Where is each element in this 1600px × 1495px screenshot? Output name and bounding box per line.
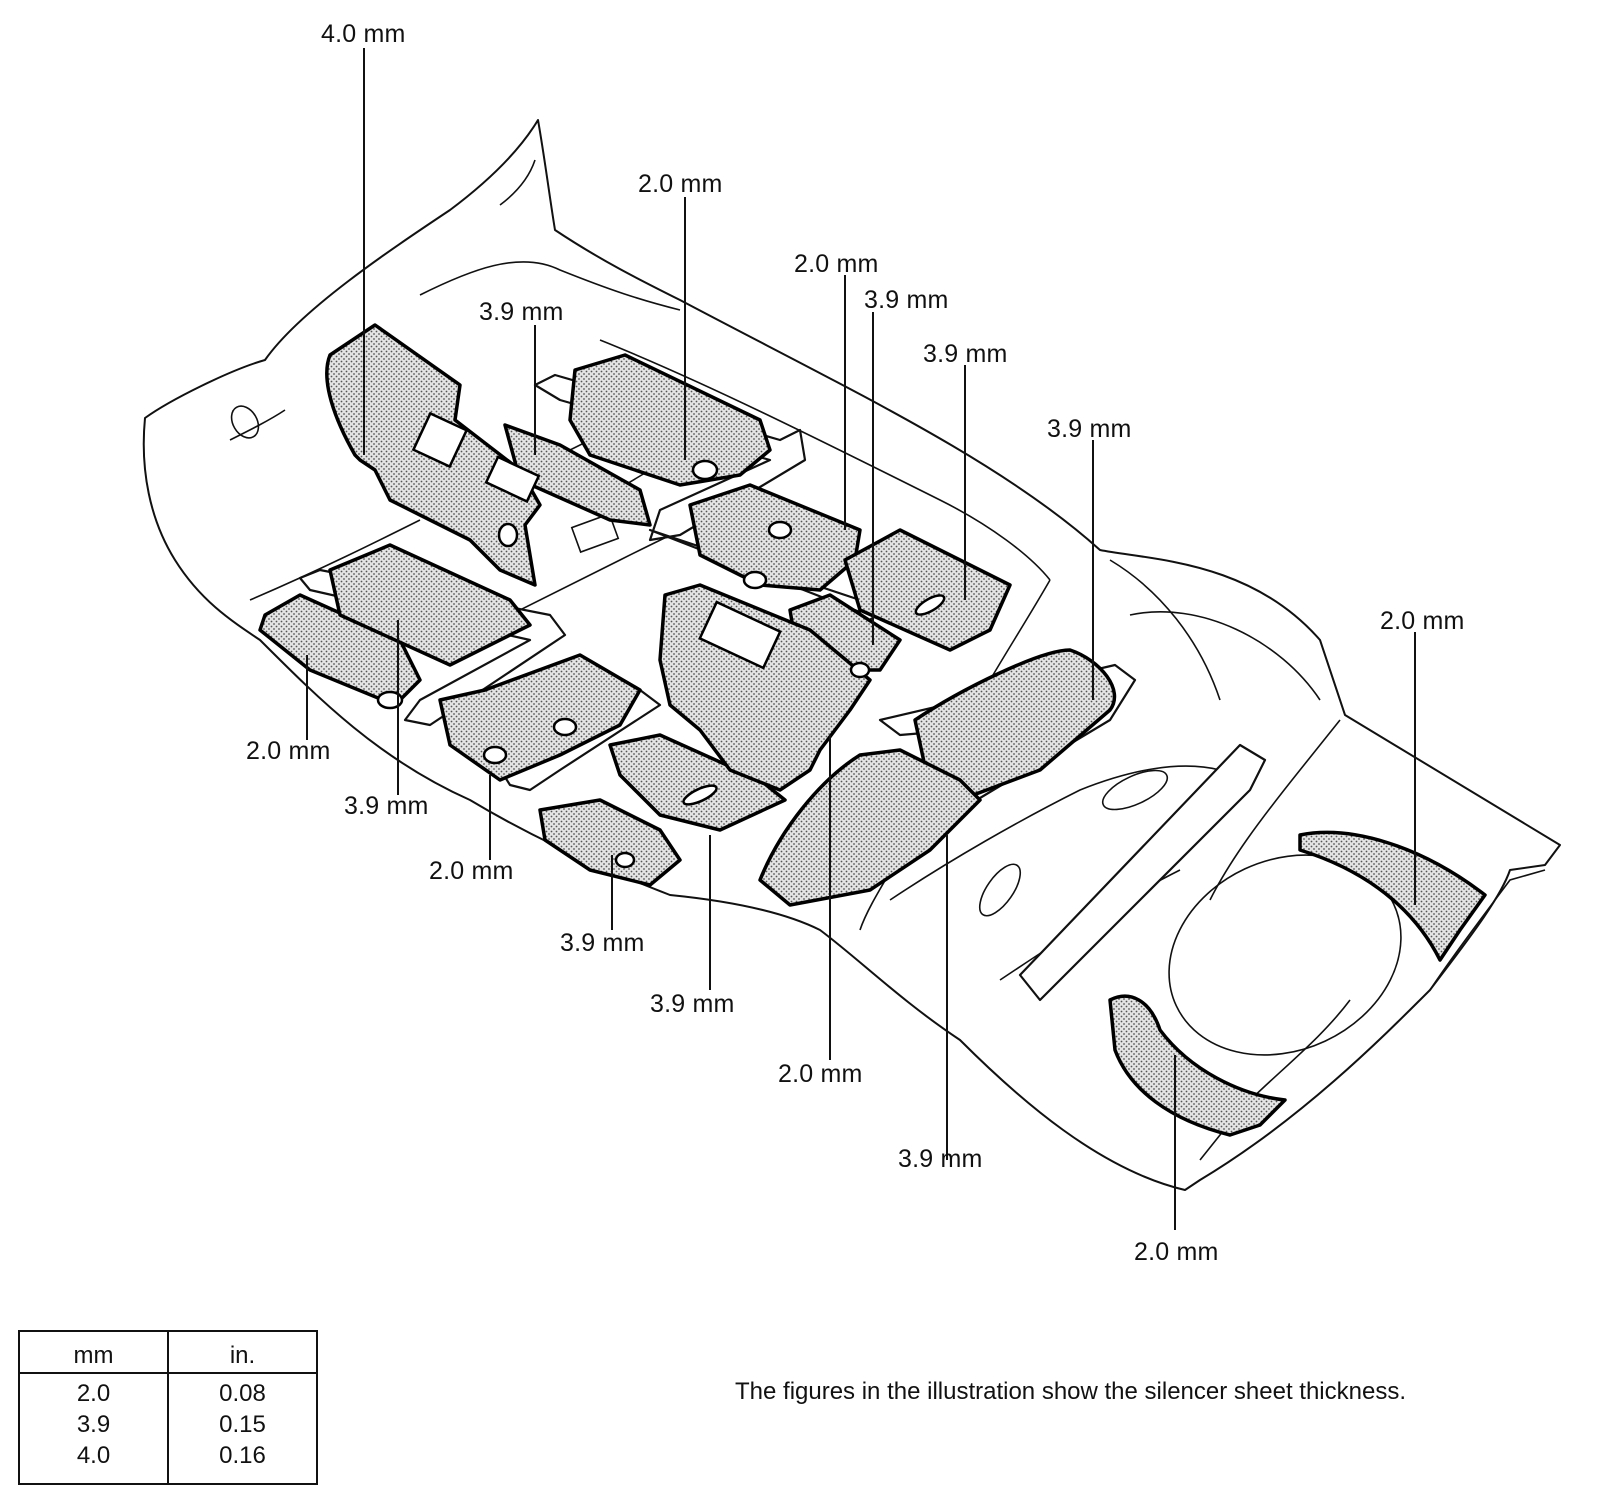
thickness-callout: 2.0 mm (1134, 1238, 1219, 1266)
table-cell-mm: 2.0 3.9 4.0 (19, 1373, 168, 1484)
table-row: 2.0 3.9 4.0 0.08 0.15 0.16 (19, 1373, 317, 1484)
thickness-callout: 2.0 mm (246, 737, 331, 765)
thickness-callout: 3.9 mm (479, 298, 564, 326)
mm-value: 4.0 (76, 1442, 111, 1469)
in-value: 0.15 (219, 1411, 266, 1438)
illustration-note: The figures in the illustration show the… (735, 1378, 1407, 1405)
thickness-callout: 3.9 mm (923, 340, 1008, 368)
thickness-callout: 3.9 mm (898, 1145, 983, 1173)
floor-panel-illustration (142, 48, 1561, 1230)
mm-value: 3.9 (76, 1411, 111, 1438)
silencer-sheet-rear-seat (913, 648, 1117, 802)
silencer-sheet-rear-floor (758, 748, 982, 907)
sheet-holes (376, 411, 946, 869)
table-header-in: in. (167, 1331, 317, 1374)
thickness-callout: 3.9 mm (1047, 415, 1132, 443)
leader-lines (306, 48, 1416, 1230)
table-header-row: mm in. (19, 1331, 317, 1374)
in-value: 0.08 (219, 1380, 266, 1407)
thickness-callout: 3.9 mm (650, 990, 735, 1018)
mm-value: 2.0 (76, 1380, 111, 1407)
thickness-callout: 3.9 mm (864, 286, 949, 314)
silencer-sheet-spare-upper (1298, 830, 1487, 962)
thickness-callout: 2.0 mm (638, 170, 723, 198)
unit-conversion-table: mm in. 2.0 3.9 4.0 0.08 0.15 0.16 (18, 1330, 318, 1485)
silencer-sheet-tunnel-front (538, 798, 682, 887)
thickness-callout: 4.0 mm (321, 20, 406, 48)
thickness-callout: 3.9 mm (344, 792, 429, 820)
in-value: 0.16 (219, 1442, 266, 1469)
silencer-sheet-rear-left-upper (568, 353, 772, 487)
thickness-callout: 2.0 mm (1380, 607, 1465, 635)
floor-panel-diagram: 4.0 mm 2.0 mm 3.9 mm 2.0 mm 3.9 mm 3.9 m… (142, 20, 1561, 1266)
table-cell-in: 0.08 0.15 0.16 (167, 1373, 317, 1484)
thickness-callout: 2.0 mm (778, 1060, 863, 1088)
silencer-sheet-center-rear (608, 733, 787, 832)
silencer-sheets (258, 323, 1487, 1137)
silencer-sheet-front-right-1 (258, 593, 422, 707)
table-header-mm: mm (19, 1331, 168, 1374)
thickness-callout: 2.0 mm (794, 250, 879, 278)
silencer-sheet-front-right-2 (328, 543, 532, 667)
silencer-sheet-rear-left-lower (843, 528, 1012, 652)
silencer-sheet-spare-lower (1108, 994, 1287, 1137)
thickness-callout: 2.0 mm (429, 857, 514, 885)
thickness-callout: 3.9 mm (560, 929, 645, 957)
